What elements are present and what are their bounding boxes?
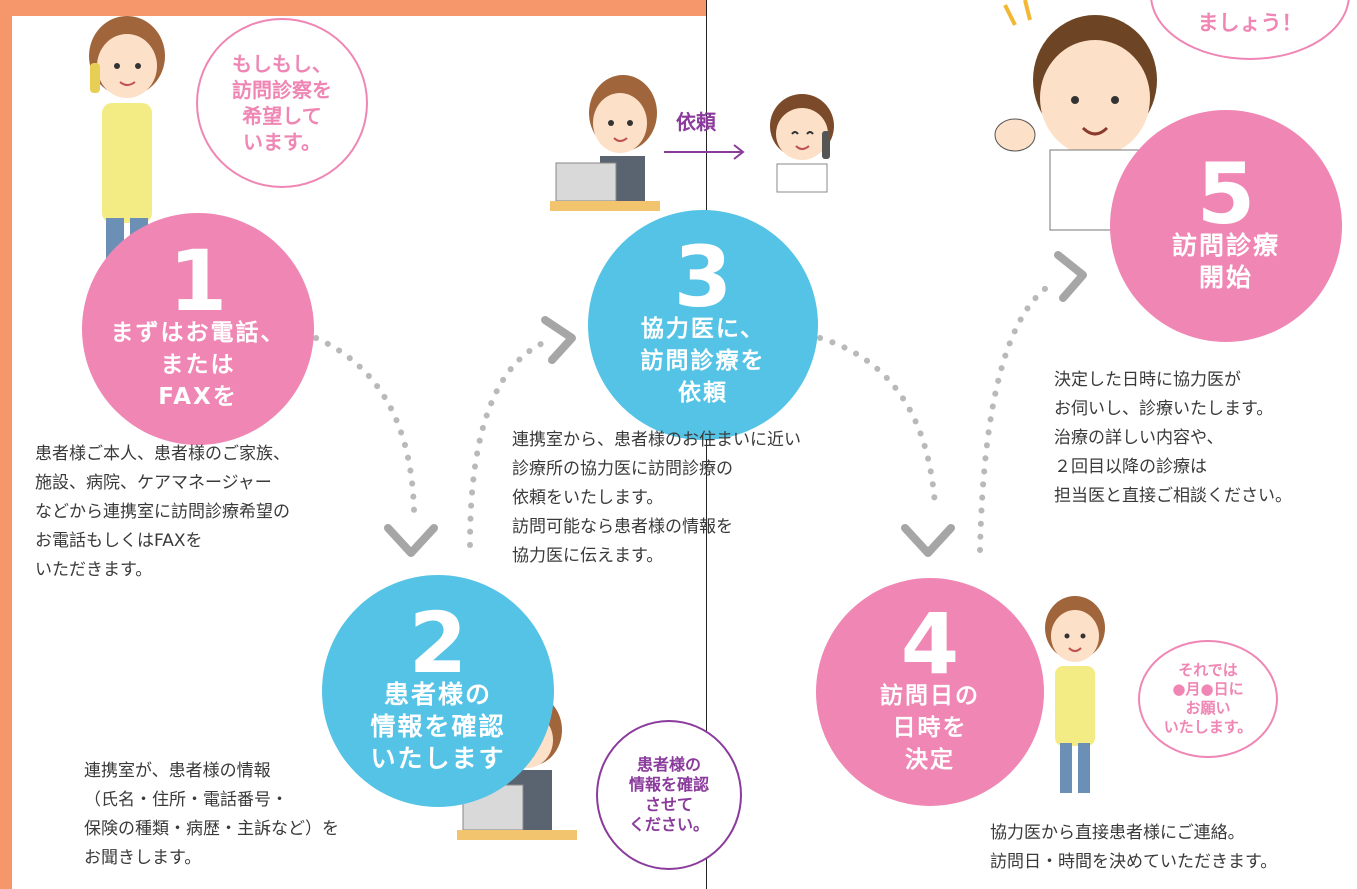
arrow-head-down-3 [901,524,955,557]
flow-path-1-2 [313,335,417,513]
step-5-description: 決定した日時に協力医が お伺いし、診療いたします。 治療の詳しい内容や、 ２回目… [1054,370,1292,506]
step-4-circle: 4 訪問日の 日時を 決定 [816,578,1044,806]
flow-path-4-5 [977,282,1053,553]
doctor-on-phone-illustration [770,94,834,193]
arrow-head-right-4 [1054,251,1087,302]
step-5-number: 5 [1196,145,1256,243]
speech-bubble-woman-4: それでは ●月●日に お願い いたします。 [1138,640,1278,758]
speech-bubble-staff-2: 患者様の 情報を確認 させて ください。 [596,720,742,870]
left-border-bar [0,0,12,889]
step-5-circle: 5 訪問診療 開始 [1110,110,1342,342]
step-4-description: 協力医から直接患者様にご連絡。 訪問日・時間を決めていただきます。 [990,823,1278,872]
step-3-number: 3 [673,228,733,326]
step-5-label: 訪問診療 開始 [1171,231,1280,292]
woman-caller-illustration-2 [1045,596,1105,793]
staff-on-phone-illustration [550,75,660,211]
step-2-label: 患者様の 情報を確認 いたします [370,680,506,773]
flow-path-3-4 [817,335,938,508]
step-1-label: まずはお電話、 または FAXを [110,320,286,410]
step-1-description: 患者様ご本人、患者様のご家族、 施設、病院、ケアマネージャー などから連携室に訪… [35,444,290,580]
step-2-number: 2 [408,594,468,692]
step-1-circle: 1 まずはお電話、 または FAXを [82,213,314,445]
step-1-number: 1 [168,232,228,330]
arrow-head-down-1 [384,524,438,557]
page-divider-line [706,0,707,889]
step-2-description: 連携室が、患者様の情報 （氏名・住所・電話番号・ 保険の種類・病歴・主訴など）を… [84,761,339,868]
step-4-label: 訪問日の 日時を 決定 [880,683,980,773]
step-4-number: 4 [900,595,960,693]
step-3-label: 協力医に、 訪問診療を 依頼 [640,316,766,406]
step-3-circle: 3 協力医に、 訪問診療を 依頼 [588,210,818,440]
step-3-description: 連携室から、患者様のお住まいに近い 診療所の協力医に訪問診療の 依頼をいたします… [512,430,801,566]
request-label: 依頼 [676,110,716,134]
top-banner-bar [0,0,706,16]
step-2-circle: 2 患者様の 情報を確認 いたします [322,575,554,807]
arrow-head-right-2 [541,316,576,364]
flow-path-2-3 [467,337,553,548]
speech-bubble-woman-1: もしもし、 訪問診察を 希望して います。 [196,18,368,188]
